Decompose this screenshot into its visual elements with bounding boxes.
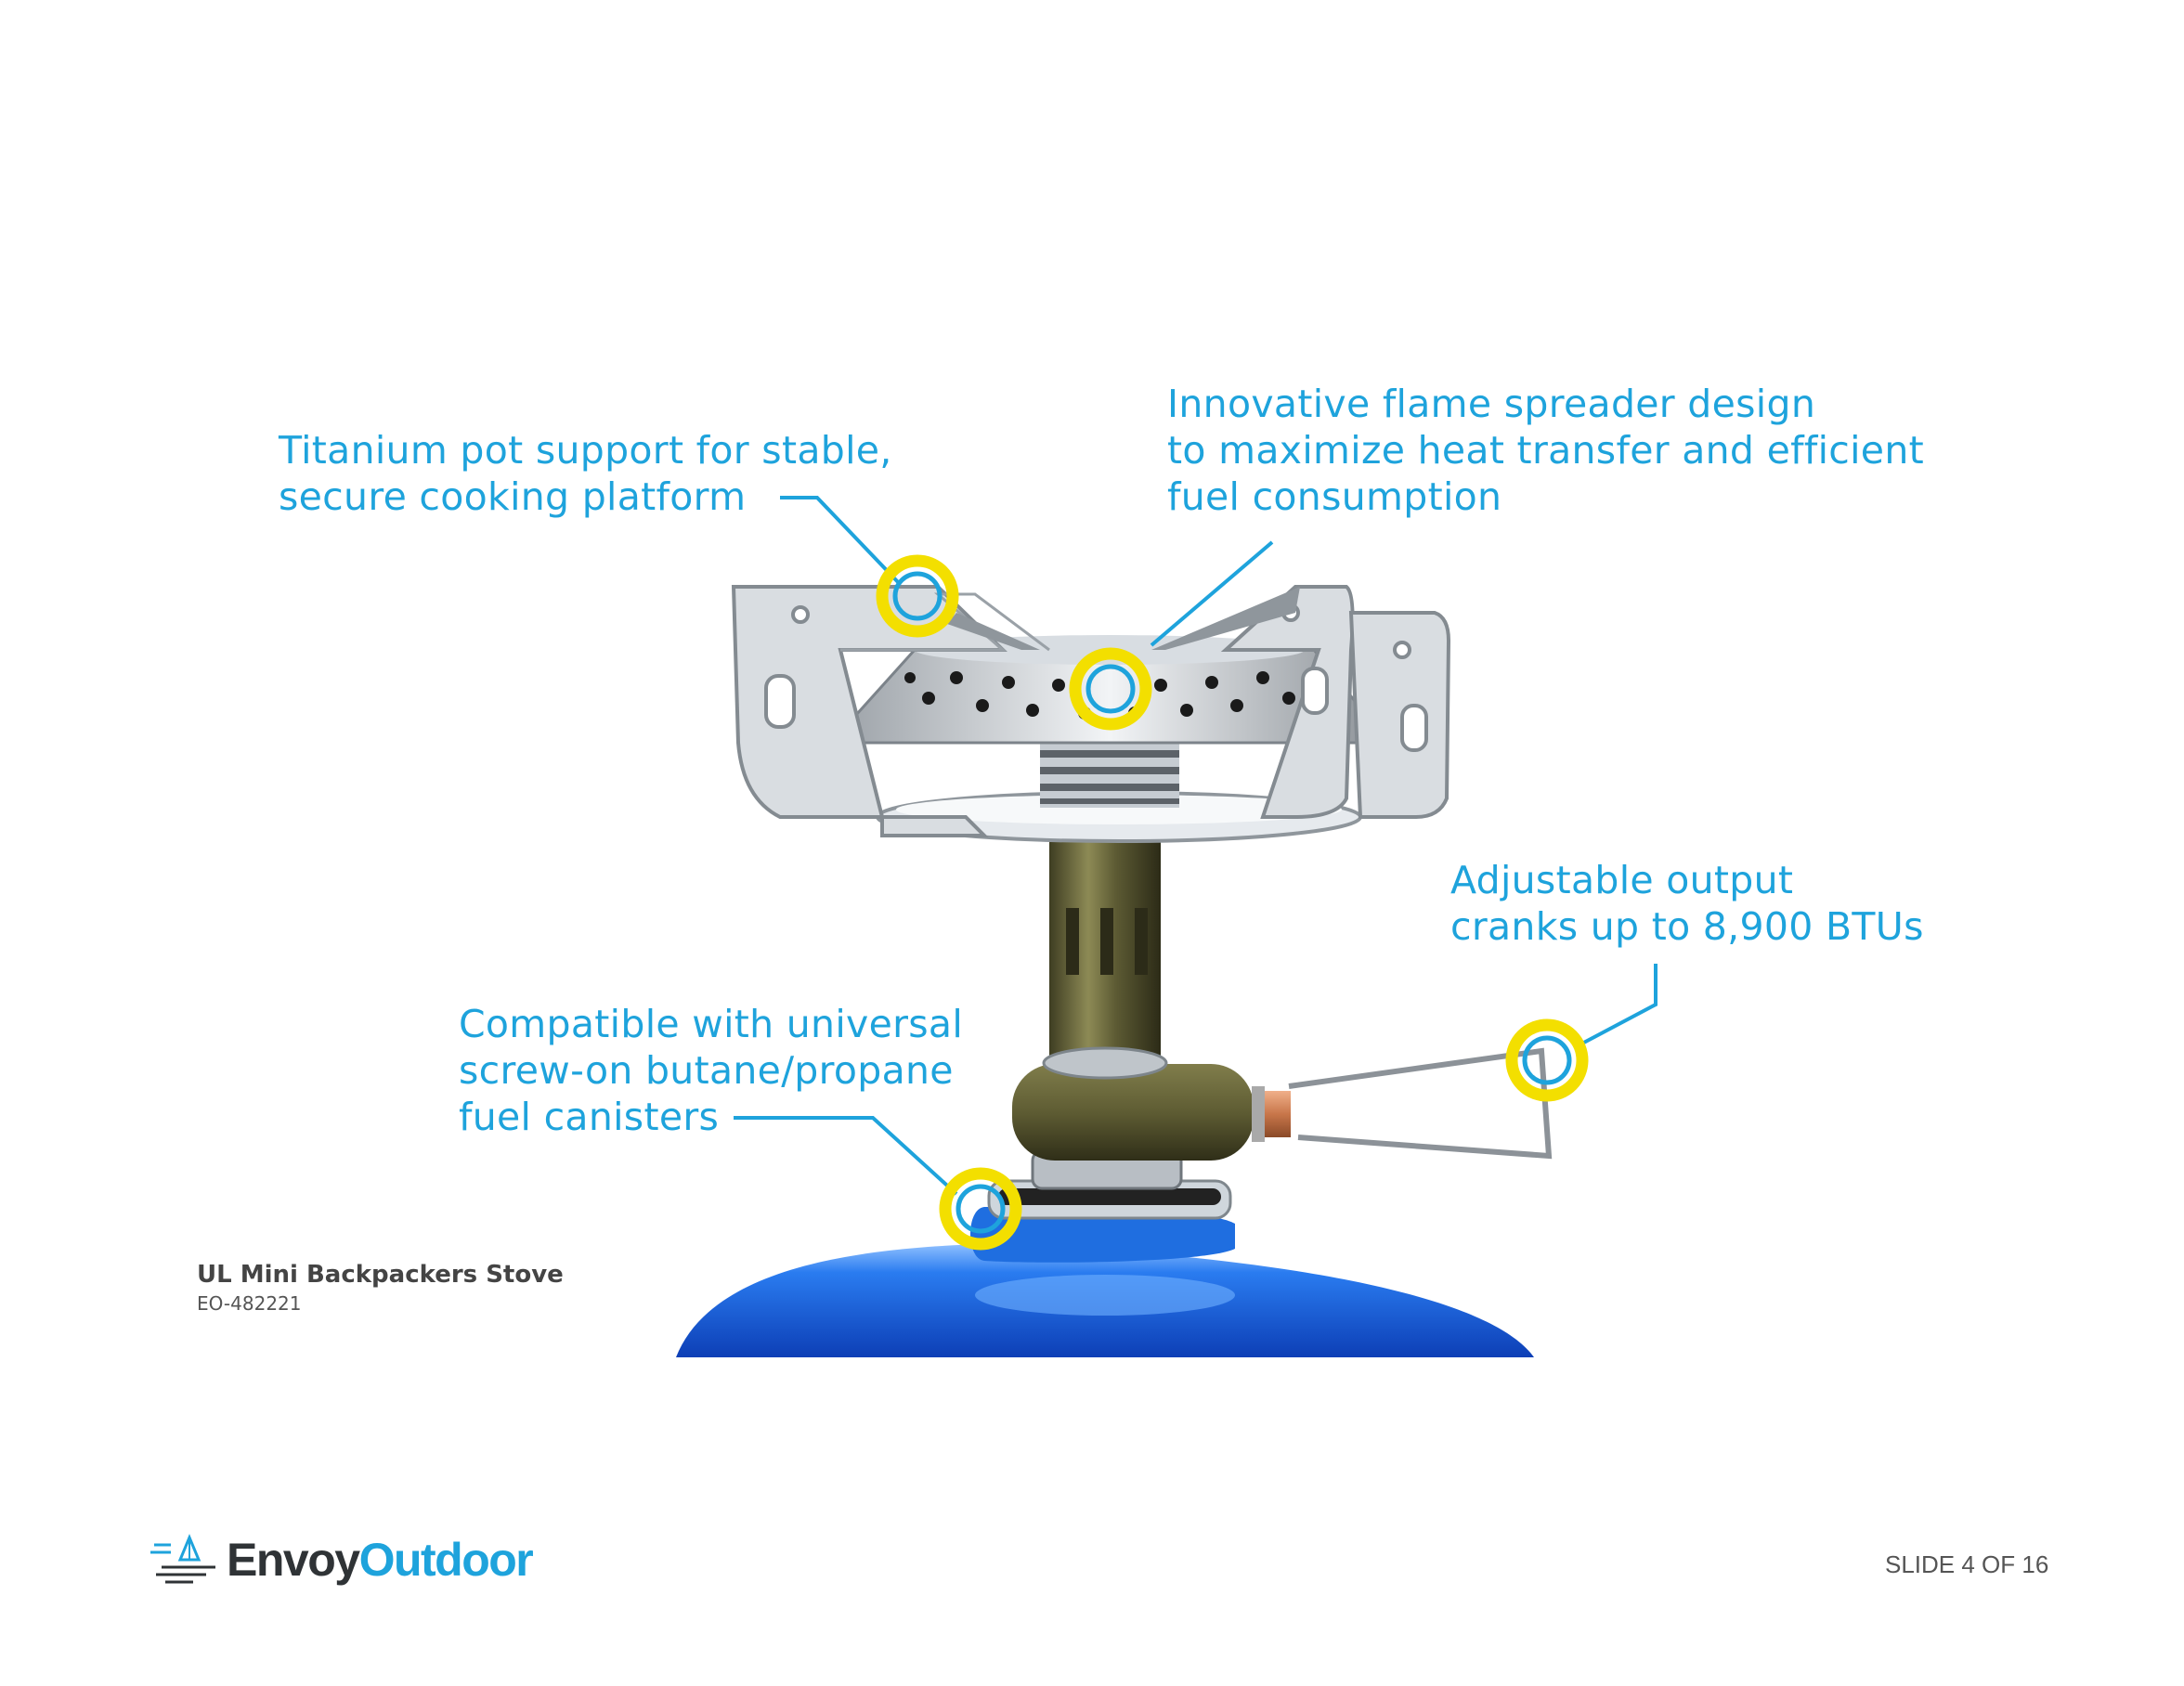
callout-line: to maximize heat transfer and efficient <box>1167 428 1924 473</box>
callout-markers <box>876 554 1589 1251</box>
callout-line: Innovative flame spreader design <box>1167 382 1816 426</box>
product-name: UL Mini Backpackers Stove <box>197 1261 564 1289</box>
marker-ring-flame-spreader <box>1069 647 1152 731</box>
callout-flame-spreader: Innovative flame spreader design to maxi… <box>1167 381 1924 520</box>
leader-line-canister <box>734 1116 958 1196</box>
callout-pot-support: Titanium pot support for stable, secure … <box>279 427 892 520</box>
control-handle <box>1288 1047 1553 1160</box>
valve-body <box>1012 1064 1291 1190</box>
callout-leader-lines <box>734 496 1658 1196</box>
leader-line-flame-spreader <box>1150 540 1274 647</box>
callout-line: screw-on butane/propane <box>459 1048 954 1093</box>
callout-line: cranks up to 8,900 BTUs <box>1450 904 1924 949</box>
leader-line-pot-support <box>780 496 901 585</box>
fuel-canister <box>676 1179 1534 1357</box>
callout-adjustable-output: Adjustable output cranks up to 8,900 BTU… <box>1450 857 1924 950</box>
marker-ring-pot-support <box>876 554 959 638</box>
callout-line: fuel consumption <box>1167 474 1502 519</box>
burner-threads <box>1040 743 1179 808</box>
pot-support-teeth <box>947 587 1300 650</box>
callout-line: Adjustable output <box>1450 858 1794 902</box>
pot-support-arms <box>731 585 1451 837</box>
marker-ring-adjustable-output <box>1505 1018 1589 1102</box>
callout-line: Compatible with universal <box>459 1002 964 1046</box>
callout-line: Titanium pot support for stable, <box>279 428 892 473</box>
leader-line-adjustable-output <box>1578 964 1658 1047</box>
brand-name-envoy: Envoy <box>227 1534 360 1586</box>
product-code: EO-482221 <box>197 1292 302 1315</box>
callout-line: fuel canisters <box>459 1095 720 1139</box>
brand-name-outdoor: Outdoor <box>358 1534 534 1586</box>
base-plate <box>876 791 1362 843</box>
stove-stem <box>1042 822 1168 1080</box>
slide-counter: SLIDE 4 OF 16 <box>1885 1550 2049 1578</box>
callout-canister-compat: Compatible with universal screw-on butan… <box>459 1001 963 1140</box>
callout-line: secure cooking platform <box>279 474 747 519</box>
tent-trees-logo-icon <box>150 1534 215 1584</box>
marker-ring-canister <box>939 1167 1022 1251</box>
